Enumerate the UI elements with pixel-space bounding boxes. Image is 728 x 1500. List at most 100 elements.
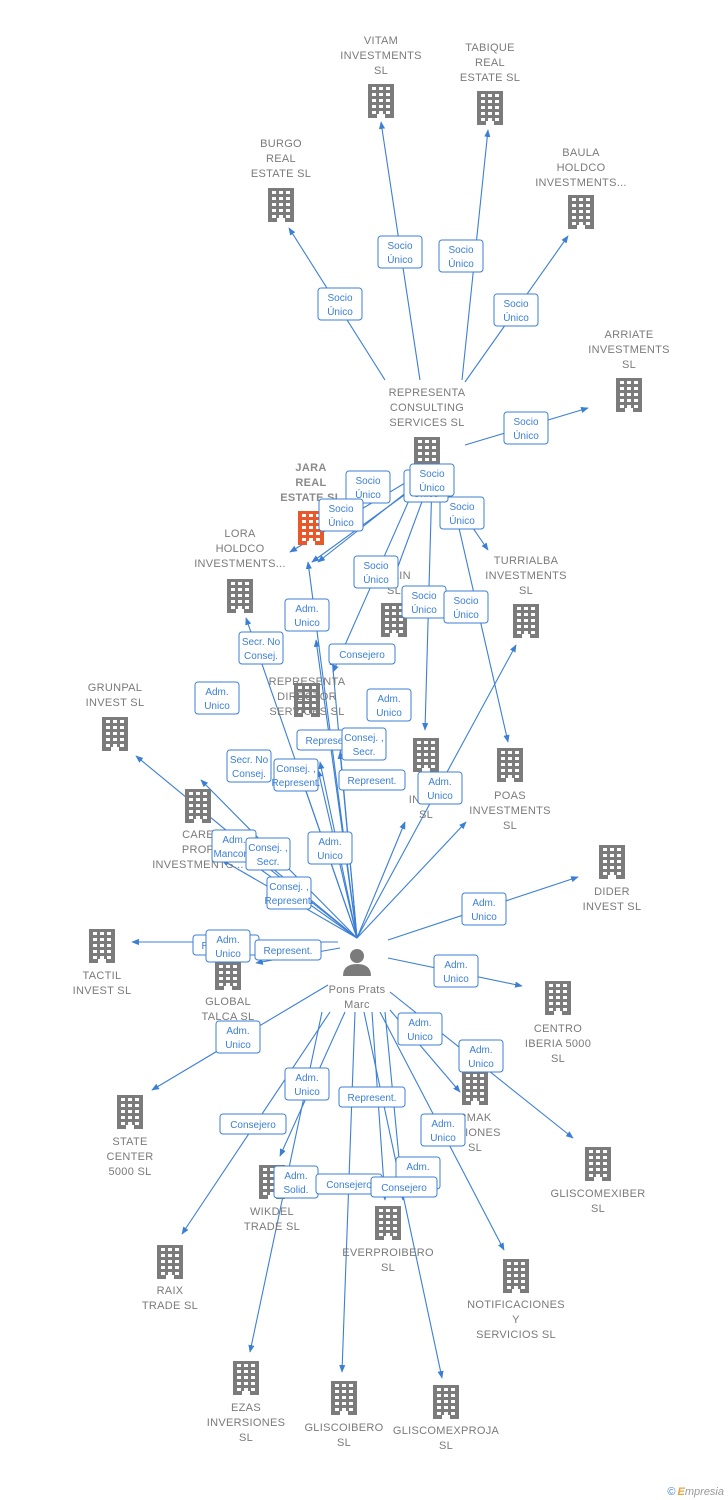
building-icon bbox=[185, 789, 211, 823]
relation-badge[interactable]: Consej. ,Represent. bbox=[265, 876, 314, 910]
relation-label: Unico bbox=[471, 912, 497, 923]
relation-badge[interactable]: Consej. ,Secr. bbox=[341, 727, 387, 761]
relation-badge[interactable]: Represent. bbox=[338, 1086, 406, 1108]
relation-label: Único bbox=[513, 429, 539, 442]
relation-badge[interactable]: Adm.Unico bbox=[307, 831, 353, 865]
relation-label: Socio bbox=[449, 502, 474, 513]
node-label-line: RMAK bbox=[459, 1112, 492, 1124]
relation-badge[interactable]: Adm.Unico bbox=[461, 892, 507, 926]
relation-badge[interactable]: Adm. Unico bbox=[366, 688, 412, 722]
node-label-line: INVESTMENTS bbox=[485, 570, 567, 582]
node-label-line: IBERIA 5000 bbox=[525, 1038, 591, 1050]
building-icon bbox=[568, 195, 594, 229]
relation-label: Adm. bbox=[377, 694, 400, 705]
node-label-line: SL bbox=[374, 65, 388, 77]
node-label-line: SL bbox=[419, 809, 433, 821]
node-label-line: INVESTMENTS... bbox=[194, 558, 286, 570]
relation-label: Unico bbox=[225, 1040, 251, 1051]
relation-badge[interactable]: Adm.Unico bbox=[420, 1113, 466, 1147]
relation-badge[interactable]: Adm.Unico bbox=[397, 1012, 443, 1046]
relation-badge[interactable]: Consejero bbox=[219, 1113, 287, 1135]
relation-badge[interactable]: Consejero bbox=[370, 1176, 438, 1198]
relation-badge[interactable]: Represent. bbox=[338, 769, 406, 791]
relation-badge[interactable]: Adm.Unico bbox=[284, 1067, 330, 1101]
relation-badge[interactable]: Adm.Unico bbox=[458, 1039, 504, 1073]
relation-badge[interactable]: Represent. bbox=[254, 939, 322, 961]
relation-badge[interactable]: Adm.Unico bbox=[417, 771, 463, 805]
node-label-line: REPRESENTA bbox=[269, 676, 346, 688]
relation-label: Adm. bbox=[222, 835, 245, 846]
relation-badge[interactable]: Adm.Unico bbox=[194, 681, 240, 715]
node-label-line: TURRIALBA bbox=[494, 555, 559, 567]
relation-label: Adm. bbox=[408, 1018, 431, 1029]
relation-label: Secr. bbox=[257, 857, 280, 868]
relation-label: Consejero bbox=[381, 1183, 427, 1194]
relation-badge[interactable]: Adm.Unico bbox=[433, 954, 479, 988]
relation-label: Consejero bbox=[230, 1120, 276, 1131]
relation-badge[interactable]: Adm.Unico bbox=[205, 929, 251, 963]
company-node-lora[interactable]: LORAHOLDCOINVESTMENTS... bbox=[194, 528, 286, 613]
node-label-line: LORA bbox=[224, 528, 256, 540]
node-label-line: PROP bbox=[182, 844, 214, 856]
relation-badge[interactable]: Consej. ,Represent. bbox=[272, 758, 321, 792]
relation-label: Socio bbox=[513, 417, 538, 428]
node-label-line: GLISCOIBERO bbox=[304, 1422, 383, 1434]
relation-label: Socio bbox=[327, 293, 352, 304]
relation-label: Único bbox=[453, 608, 479, 621]
node-label-line: REPRESENTA bbox=[389, 387, 466, 399]
node-label-line: HOLDCO bbox=[557, 162, 606, 174]
building-icon bbox=[157, 1245, 183, 1279]
relation-badge[interactable]: Consejero bbox=[328, 643, 396, 665]
node-label-line: DIRECTOR bbox=[277, 691, 337, 703]
node-label-line: EVERPROIBERO bbox=[342, 1247, 434, 1259]
relation-badge[interactable]: Consej. ,Secr. bbox=[245, 837, 291, 871]
relation-label: Unico bbox=[376, 708, 402, 719]
node-label-line: CARE bbox=[182, 829, 214, 841]
node-label-line: GLISCOMEXIBER bbox=[551, 1188, 646, 1200]
relation-label: Unico bbox=[430, 1133, 456, 1144]
relation-badge[interactable]: Adm.Solid. bbox=[273, 1165, 319, 1199]
relation-badge[interactable]: Adm.Unico bbox=[215, 1020, 261, 1054]
node-label-line: SL bbox=[551, 1053, 565, 1065]
building-icon bbox=[433, 1385, 459, 1419]
company-node-baula[interactable]: BAULAHOLDCOINVESTMENTS... bbox=[535, 147, 627, 229]
relation-badge[interactable]: Adm.Unico bbox=[284, 598, 330, 632]
node-label-line: JARA bbox=[295, 462, 326, 474]
